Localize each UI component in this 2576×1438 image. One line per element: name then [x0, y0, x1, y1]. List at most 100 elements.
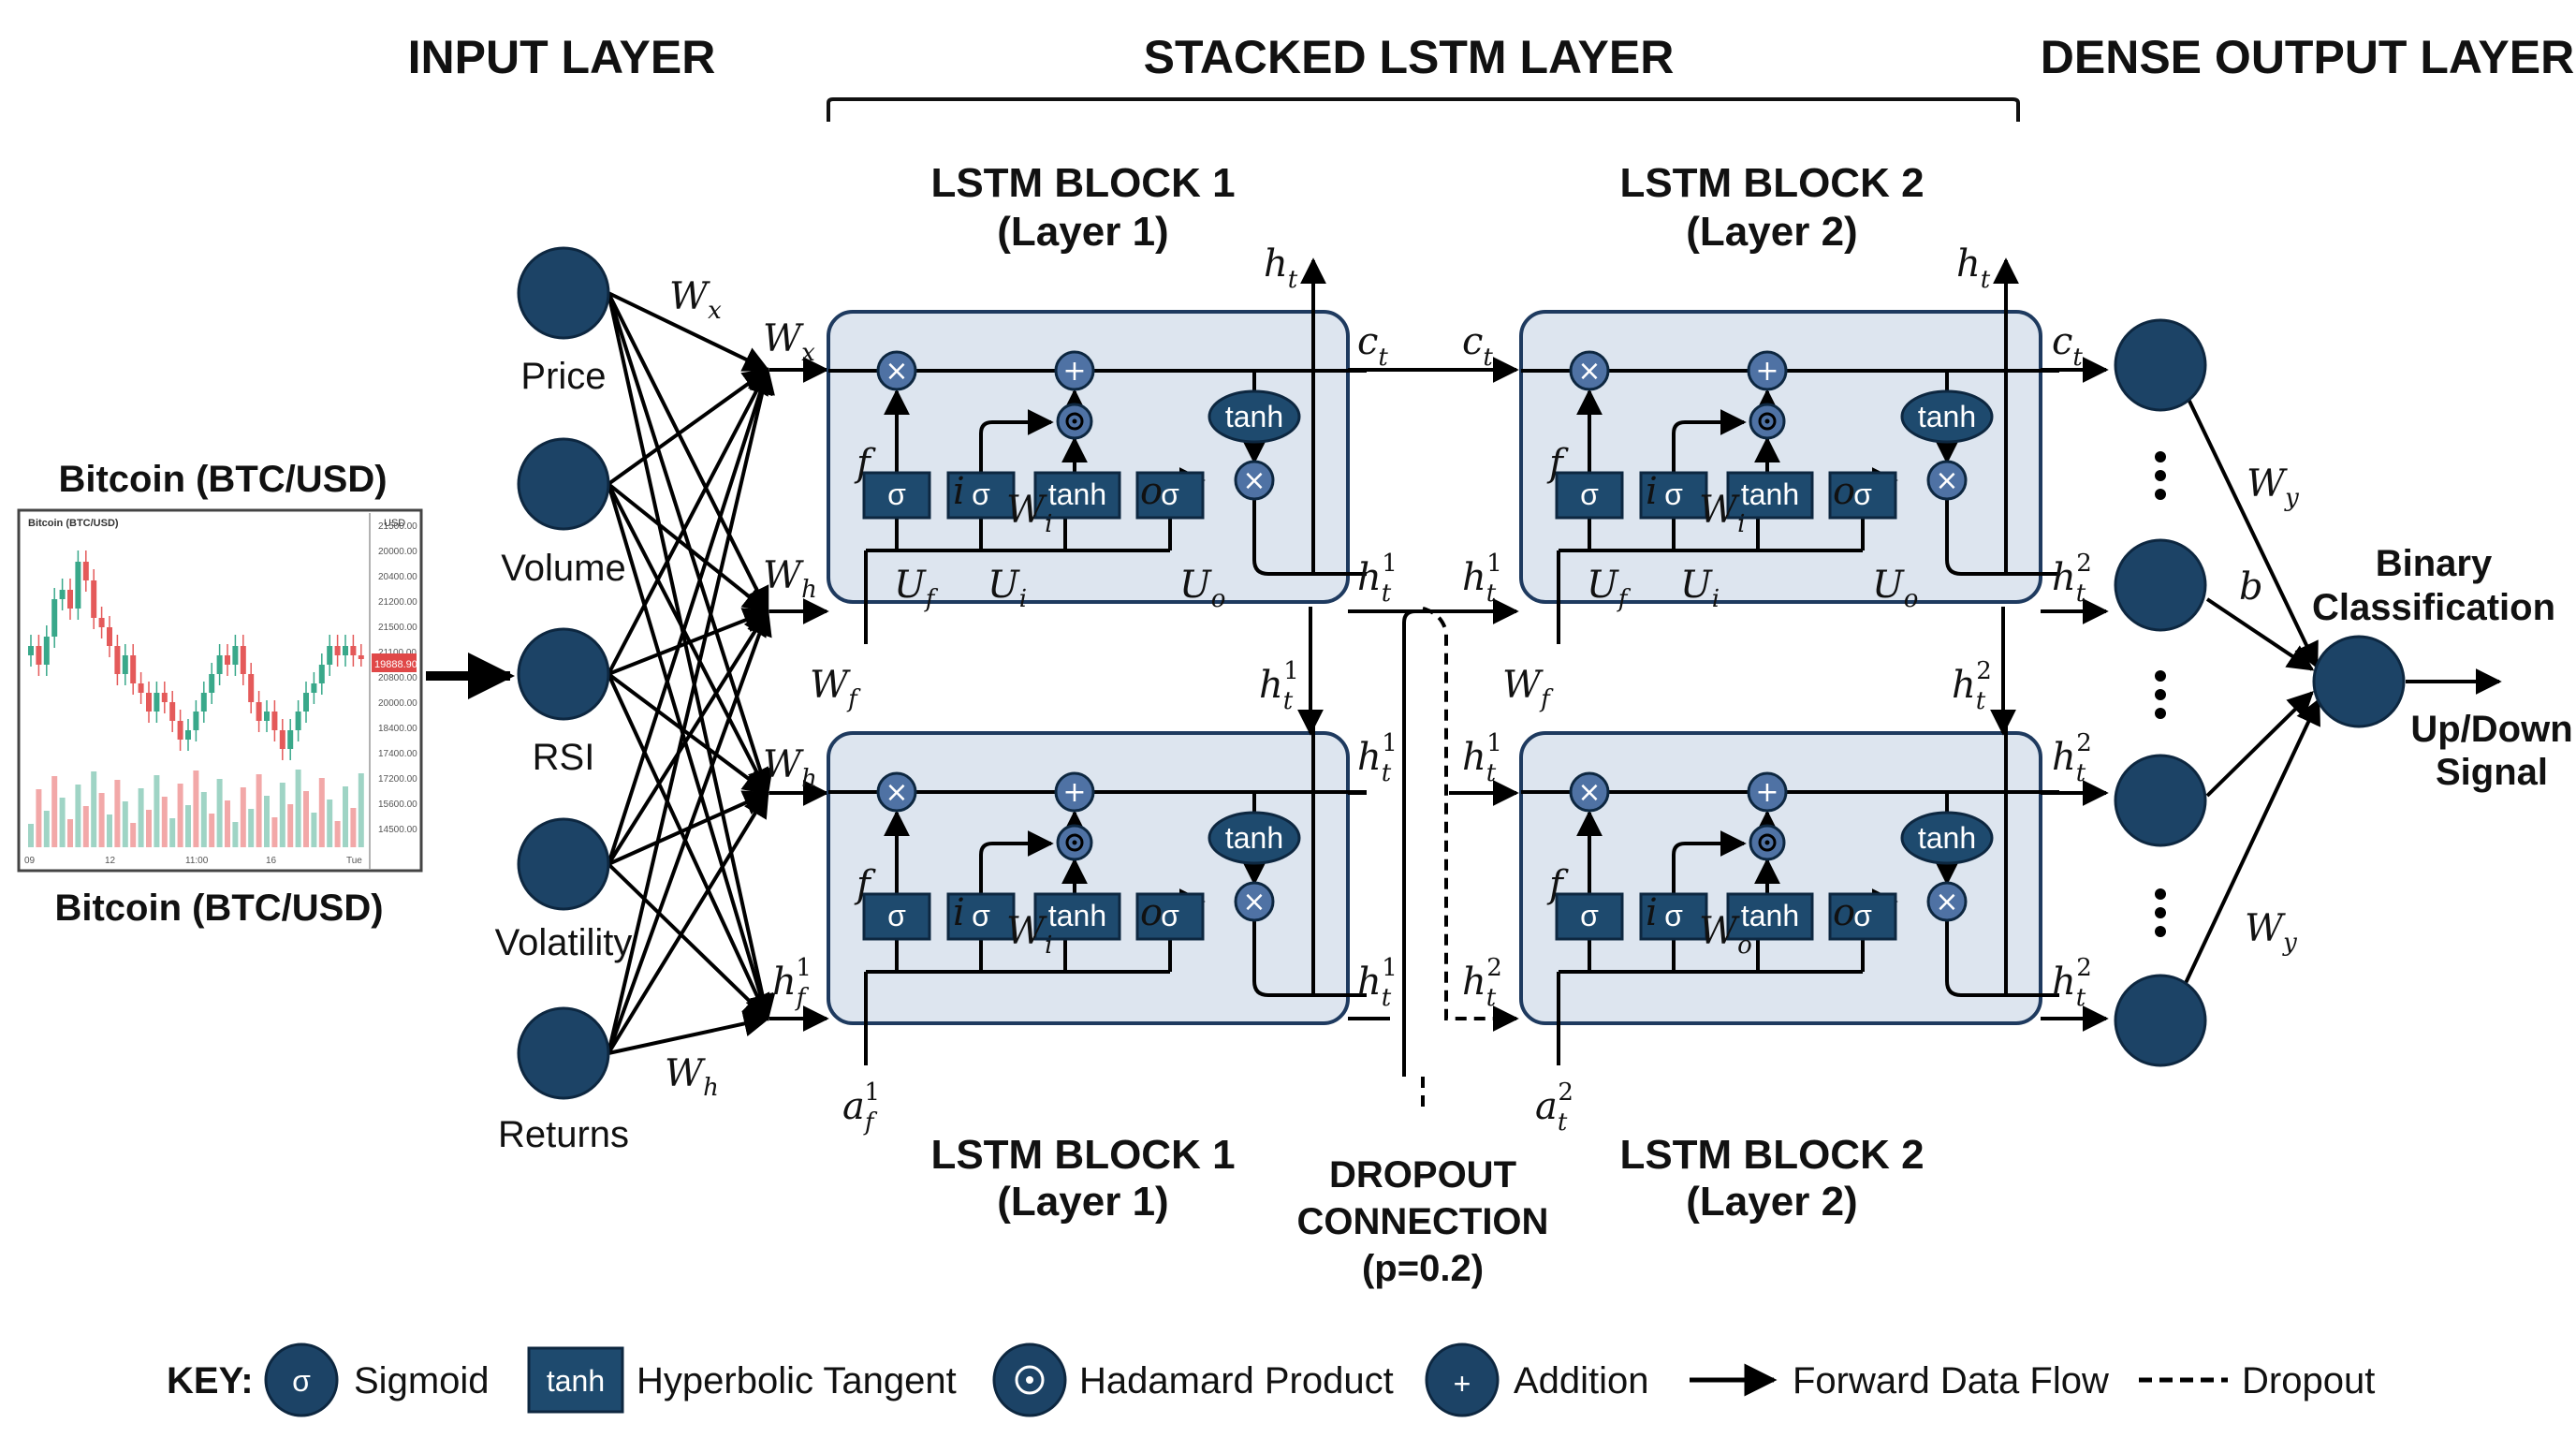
svg-text:ct: ct: [2052, 320, 2083, 372]
btc-currency: USD: [384, 518, 405, 529]
gate-label: tanh: [1741, 477, 1799, 511]
legend: KEY: σ Sigmoid tanh Hyperbolic Tangent H…: [167, 1343, 2375, 1417]
multiply-icon: [1926, 881, 1968, 922]
btc-volume-bar: [358, 773, 364, 847]
gate-label: σ: [1580, 899, 1599, 932]
btc-candle: [358, 655, 364, 659]
input-fan-connections: [607, 291, 829, 1055]
btc-price-tick: 20800.00: [378, 673, 417, 683]
svg-text:Wx: Wx: [763, 317, 815, 367]
btc-candle: [114, 646, 121, 674]
btc-volume-bar: [193, 770, 199, 847]
multiply-icon-glyph: ×: [1935, 886, 1958, 918]
multiply-icon-glyph: ×: [1577, 355, 1601, 388]
btc-volume-bar: [28, 824, 34, 847]
btc-candle: [232, 646, 239, 665]
btc-volume-bar: [91, 771, 97, 847]
dense-weight-labels: Wy b Wy: [2239, 462, 2299, 957]
input-node-returns: [517, 1006, 610, 1100]
svg-text:ct: ct: [1462, 320, 1493, 372]
svg-text:Wh: Wh: [763, 554, 817, 604]
fan-line: [607, 367, 775, 1054]
svg-text:i: i: [953, 891, 965, 934]
btc-candle: [107, 627, 112, 646]
btc-candle: [327, 646, 333, 665]
gate-label: σ: [887, 899, 906, 932]
btc-volume-bar: [130, 823, 137, 847]
legend-sigmoid-icon: [264, 1343, 339, 1417]
btc-volume-bar: [225, 800, 230, 847]
legend-tanh: Hyperbolic Tangent: [637, 1360, 957, 1401]
input-node-price: [517, 246, 610, 340]
multiply-icon-glyph: ×: [885, 776, 908, 809]
btc-time-tick: 11:00: [185, 856, 209, 866]
btc-volume-bar: [264, 796, 270, 847]
svg-text:o: o: [1140, 891, 1163, 934]
btc-volume-bar: [67, 819, 73, 847]
svg-text:Wy: Wy: [2247, 462, 2299, 512]
input-layer-header: INPUT LAYER: [408, 31, 716, 83]
btc-candle: [216, 655, 223, 674]
addition-icon: [1747, 350, 1788, 391]
sigmoid-gate: [1135, 892, 1205, 941]
fan-line: [607, 483, 774, 1021]
btc-candle: [43, 637, 50, 665]
fan-line: [607, 673, 770, 1021]
svg-text:Wf: Wf: [810, 664, 861, 713]
btc-volume-bar: [185, 805, 191, 847]
btc-candle: [154, 693, 160, 712]
dense-connections: [2184, 392, 2502, 984]
svg-text:ht1: ht1: [1462, 550, 1502, 608]
btc-candle: [146, 693, 152, 712]
sigmoid-gate: [946, 471, 1016, 520]
btc-candle: [98, 618, 105, 627]
block2-bottom-subtitle: (Layer 2): [1686, 1179, 1857, 1225]
dense-node-2: [2114, 538, 2207, 632]
svg-text:i: i: [1646, 891, 1658, 934]
legend-forward: Forward Data Flow: [1793, 1360, 2109, 1401]
tanh-cell-label: tanh: [1918, 400, 1976, 433]
btc-volume-bar: [248, 809, 255, 847]
fan-line: [607, 672, 770, 795]
btc-candle: [303, 693, 309, 712]
svg-text:ht1: ht1: [1259, 657, 1299, 715]
btc-volume-bar: [303, 791, 309, 847]
gate-label: σ: [1161, 477, 1179, 511]
btc-volume-bar: [177, 784, 183, 847]
dense-node-3: [2114, 754, 2207, 847]
input-node-volatility: [517, 817, 610, 911]
svg-text:ht2: ht2: [2052, 550, 2092, 608]
dense-node-4: [2114, 974, 2207, 1067]
multiply-icon: [1569, 350, 1610, 391]
svg-text:o: o: [1833, 891, 1855, 934]
input-label-volatility: Volatility: [495, 922, 633, 963]
svg-text:ht1: ht1: [1357, 954, 1398, 1012]
btc-price-tick: 17200.00: [378, 774, 417, 785]
input-label-rsi: RSI: [533, 737, 595, 778]
svg-text:ht: ht: [1956, 242, 1991, 294]
input-label-price: Price: [520, 356, 606, 397]
gate-label: σ: [1161, 899, 1179, 932]
dropout-label-3: (p=0.2): [1362, 1248, 1484, 1289]
btc-volume-bar: [350, 808, 357, 847]
output-node: [2312, 635, 2406, 728]
btc-candle: [264, 712, 270, 721]
gate-label: σ: [1580, 477, 1599, 511]
svg-text:b: b: [2239, 565, 2263, 609]
fan-line: [607, 367, 773, 865]
multiply-icon-glyph: ×: [1242, 464, 1266, 497]
multiply-icon: [1569, 771, 1610, 813]
btc-price-tick: 20400.00: [378, 572, 417, 582]
svg-text:o: o: [1833, 470, 1855, 513]
gate-label: σ: [887, 477, 906, 511]
svg-text:Wy: Wy: [2245, 907, 2297, 957]
btc-candle: [138, 683, 144, 693]
btc-candle: [75, 562, 81, 609]
svg-text:at2: at2: [1535, 1078, 1573, 1137]
fan-line: [607, 1010, 770, 1055]
gate-label: σ: [972, 899, 990, 932]
legend-tanh-glyph: tanh: [547, 1364, 605, 1398]
btc-candle: [36, 646, 42, 665]
